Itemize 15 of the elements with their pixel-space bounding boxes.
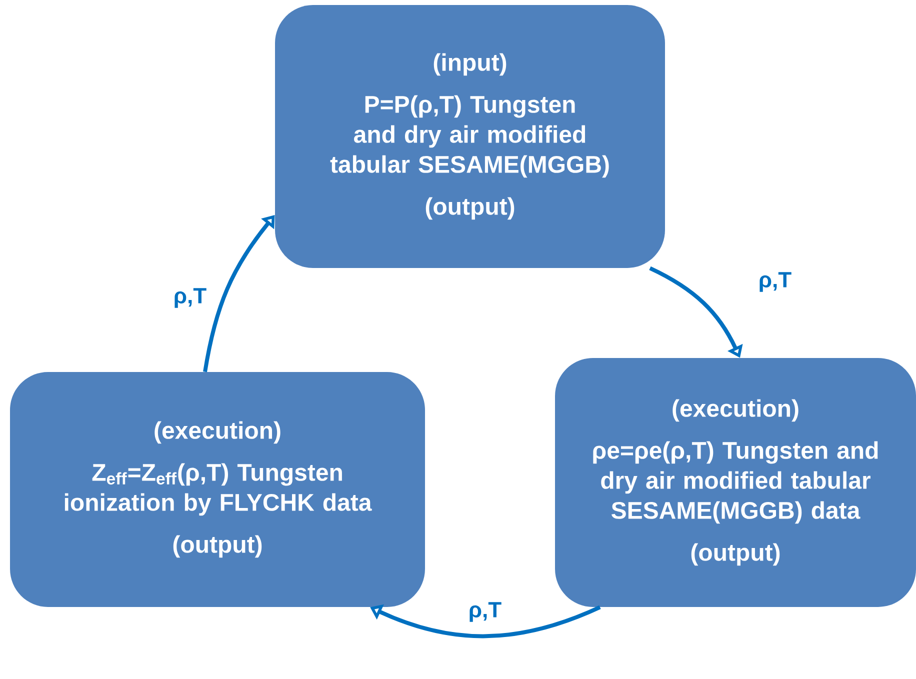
edge-label: ρ,T (470, 602, 502, 622)
process-box (10, 372, 425, 607)
box-text: ρe=ρe(ρ,T) Tungsten and dry air modified tabular SESAME(MGGB) data (593, 441, 878, 524)
process-box (555, 358, 916, 607)
box-text: (output) (691, 543, 780, 566)
edge-label: ρ,T (174, 288, 206, 308)
process-box (275, 4, 665, 268)
edge-label: ρ,T (760, 272, 792, 292)
box-text: (execution) (672, 399, 798, 422)
box-text: (input) (434, 53, 506, 76)
box-text: P=P(ρ,T) Tungsten and dry air modified tabular SESAME(MGGB) (330, 95, 609, 178)
box-text: (output) (173, 535, 262, 558)
box-text: Z$_{eff}$=Z$_{eff}$(ρ,T) Tungsten ionization by FLYCHK data (64, 463, 372, 516)
box-text: (output) (426, 197, 514, 220)
box-text: (execution) (154, 421, 280, 444)
